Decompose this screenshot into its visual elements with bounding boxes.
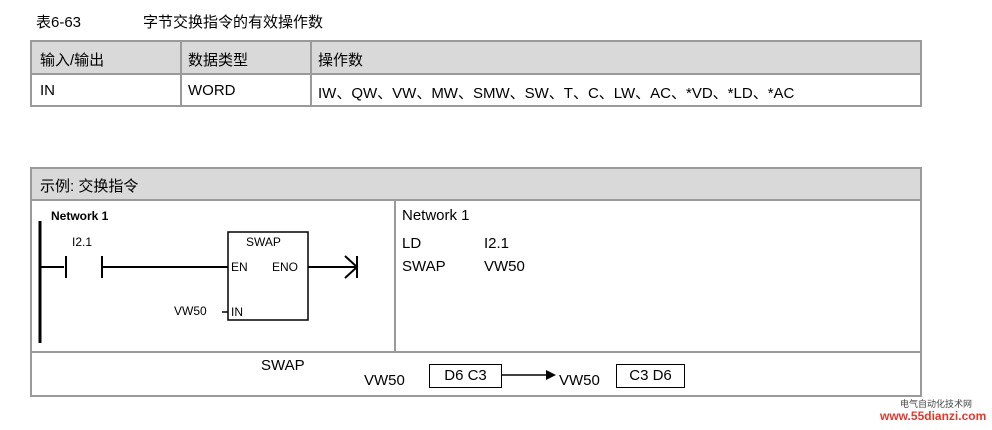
panel-divider [394, 201, 396, 351]
stl-network-label: Network 1 [402, 207, 470, 224]
result-before-value: D6 C3 [429, 364, 502, 388]
cell-operands: IW、QW、VW、MW、SMW、SW、T、C、LW、AC、*VD、*LD、*AC [318, 85, 795, 102]
header-io: 输入/输出 [40, 52, 105, 69]
stl-op-1: LD [402, 235, 422, 252]
operand-table: 输入/输出 数据类型 操作数 IN WORD IW、QW、VW、MW、SMW、S… [30, 40, 922, 107]
table-number: 表6-63 [36, 14, 82, 31]
ladder-network-label: Network 1 [51, 209, 109, 223]
example-title: 示例: 交换指令 [40, 178, 139, 195]
result-instruction: SWAP [261, 357, 305, 374]
stl-arg-2: VW50 [484, 258, 525, 275]
watermark-site-name: 电气自动化技术网 [900, 399, 973, 409]
contact-address: I2.1 [72, 235, 93, 249]
function-box-title: SWAP [246, 235, 281, 249]
in-pin: IN [231, 305, 243, 319]
transfer-arrow-icon [502, 370, 556, 380]
in-operand: VW50 [174, 304, 207, 318]
panel-divider [32, 351, 920, 353]
cell-datatype: WORD [188, 82, 236, 99]
table-title: 字节交换指令的有效操作数 [143, 14, 324, 31]
en-pin: EN [231, 260, 248, 274]
header-datatype: 数据类型 [188, 52, 249, 69]
column-divider [310, 42, 312, 105]
result-after-label: VW50 [559, 372, 600, 389]
stl-arg-1: I2.1 [484, 235, 510, 252]
swap-function-box [227, 231, 309, 321]
stl-op-2: SWAP [402, 258, 446, 275]
result-after-value: C3 D6 [616, 364, 685, 388]
example-panel: 示例: 交换指令 Network 1 I2.1 SWAP EN ENO IN V… [30, 167, 922, 397]
cell-io: IN [40, 82, 55, 99]
result-before-label: VW50 [364, 372, 405, 389]
eno-pin: ENO [272, 260, 299, 274]
column-divider [180, 42, 182, 105]
table-header-row [32, 42, 920, 75]
ladder-diagram [38, 221, 359, 343]
example-header: 示例: 交换指令 [32, 169, 920, 201]
watermark-url: www.55dianzi.com [880, 409, 987, 423]
header-operands: 操作数 [318, 52, 364, 69]
